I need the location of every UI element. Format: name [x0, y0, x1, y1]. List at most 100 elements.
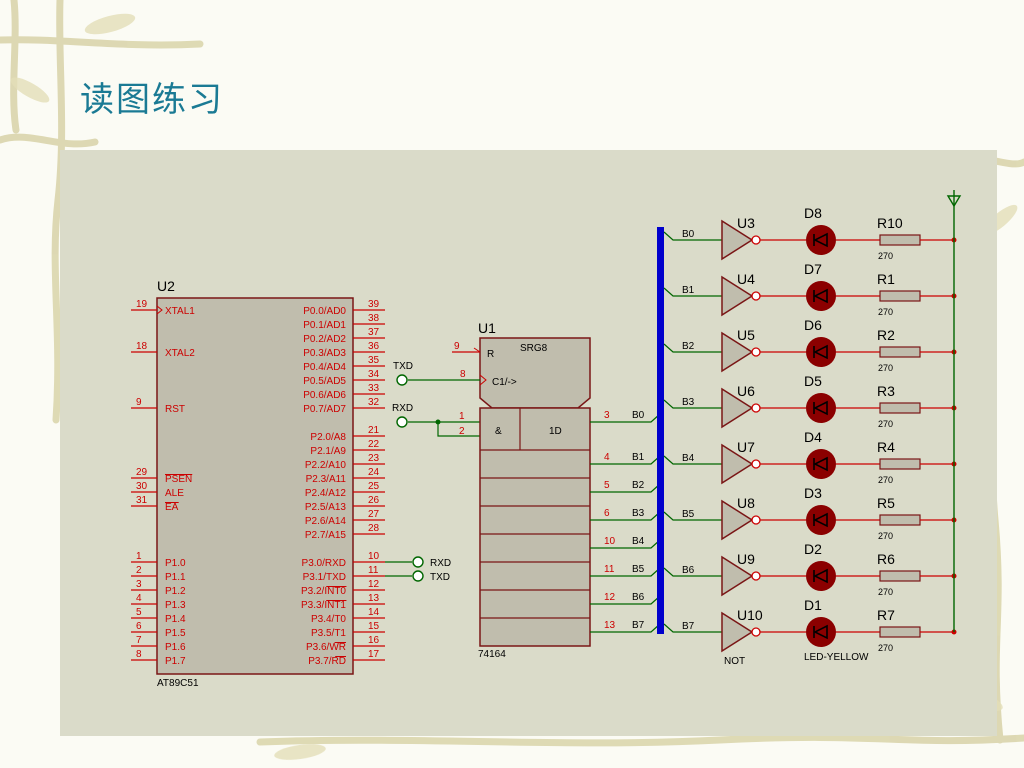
mcu-pin-name: P3.1/TXD	[303, 572, 346, 583]
mcu-pin-number: 17	[368, 649, 380, 660]
mcu-pin-number: 37	[368, 327, 380, 338]
mcu-pin-number: 35	[368, 355, 380, 366]
net-label: B4	[632, 536, 645, 547]
led-ref: D6	[804, 317, 822, 333]
inverter-bubble	[751, 459, 761, 469]
inverter-gate	[721, 275, 754, 317]
mcu-pin-number: 1	[136, 551, 142, 562]
resistor-value: 270	[878, 475, 893, 485]
terminal-connector	[396, 416, 408, 428]
mcu-pin-number: 2	[136, 565, 142, 576]
mcu-ref-label: U2	[157, 278, 175, 294]
mcu-pin-number: 19	[136, 299, 148, 310]
mcu-pin-number: 30	[136, 481, 148, 492]
net-label: B2	[632, 480, 645, 491]
inverter-bubble	[751, 291, 761, 301]
mcu-pin-number: 6	[136, 621, 142, 632]
led-diode-symbol	[813, 512, 828, 528]
bus-tap-wire	[663, 343, 722, 353]
mcu-pin-name: P1.6	[165, 642, 186, 653]
junction-dot	[435, 419, 441, 425]
terminal-label: RXD	[430, 558, 451, 569]
output-wire	[590, 623, 661, 633]
pin-number: 2	[459, 426, 465, 437]
mcu-pin-name: P3.6/WR	[306, 642, 346, 653]
net-label: B7	[682, 621, 695, 632]
resistor-value: 270	[878, 531, 893, 541]
mcu-pin-number: 14	[368, 607, 380, 618]
mcu-pin-number: 24	[368, 467, 380, 478]
mcu-pin-name: P2.5/A13	[305, 502, 347, 513]
led-diode-symbol	[813, 624, 828, 640]
mcu-pin-number: 13	[368, 593, 380, 604]
terminal-connector	[412, 556, 424, 568]
led-diode-symbol	[813, 568, 828, 584]
mcu-pin-name: RST	[165, 404, 185, 415]
and-gate-label: &	[495, 426, 502, 437]
pin-number: 6	[604, 508, 610, 519]
resistor-ref: R4	[877, 439, 895, 455]
resistor-value: 270	[878, 419, 893, 429]
net-label: B2	[682, 341, 695, 352]
pin-number: 13	[604, 620, 616, 631]
reset-label: R	[487, 349, 494, 360]
bus-tap-wire	[663, 567, 722, 577]
led-body	[806, 393, 836, 423]
mcu-pin-number: 10	[368, 551, 380, 562]
mcu-pin-number: 12	[368, 579, 380, 590]
mcu-pin-name: P2.1/A9	[310, 446, 346, 457]
net-label: B0	[682, 229, 695, 240]
inverter-ref: U7	[737, 439, 755, 455]
resistor-value: 270	[878, 587, 893, 597]
resistor-ref: R5	[877, 495, 895, 511]
bus-tap-wire	[663, 455, 722, 465]
pin-number: 3	[604, 410, 610, 421]
net-label: B3	[682, 397, 695, 408]
pin-number: 4	[604, 452, 610, 463]
inverter-ref: U8	[737, 495, 755, 511]
resistor-body	[879, 458, 921, 470]
resistor-body	[879, 346, 921, 358]
inverter-ref: U4	[737, 271, 755, 287]
led-ref: D2	[804, 541, 822, 557]
clock-label: C1/->	[492, 377, 517, 388]
led-ref: D1	[804, 597, 822, 613]
bus-tap-wire	[663, 287, 722, 297]
inverter-gate	[721, 443, 754, 485]
output-wire	[590, 511, 661, 521]
pin-number: 10	[604, 536, 616, 547]
mcu-pin-name: P0.7/AD7	[303, 404, 346, 415]
inverter-bubble	[751, 347, 761, 357]
resistor-ref: R6	[877, 551, 895, 567]
pin-number: 1	[459, 411, 465, 422]
net-label: B5	[632, 564, 645, 575]
mcu-pin-number: 29	[136, 467, 148, 478]
inverter-gate	[721, 387, 754, 429]
inverter-bubble	[751, 515, 761, 525]
mcu-pin-number: 23	[368, 453, 380, 464]
shift-register-ref: U1	[478, 320, 496, 336]
mcu-pin-name: P1.5	[165, 628, 186, 639]
mcu-pin-name: P3.2/INT0	[301, 586, 346, 597]
mcu-pin-name: P0.5/AD5	[303, 376, 346, 387]
resistor-ref: R3	[877, 383, 895, 399]
resistor-body	[879, 514, 921, 526]
mcu-pin-name: P1.1	[165, 572, 186, 583]
resistor-ref: R2	[877, 327, 895, 343]
inverter-bubble	[751, 627, 761, 637]
mcu-pin-number: 25	[368, 481, 380, 492]
inverter-gate	[721, 555, 754, 597]
led-ref: D7	[804, 261, 822, 277]
resistor-body	[879, 402, 921, 414]
led-body	[806, 505, 836, 535]
inverter-ref: U9	[737, 551, 755, 567]
mcu-pin-name: ALE	[165, 488, 184, 499]
mcu-pin-name: P2.2/A10	[305, 460, 347, 471]
output-wire	[590, 483, 661, 493]
mcu-pin-number: 22	[368, 439, 380, 450]
mcu-pin-name: P0.3/AD3	[303, 348, 346, 359]
net-label: B1	[632, 452, 645, 463]
mcu-pin-name: P2.6/A14	[305, 516, 347, 527]
clock-pin-marker	[479, 374, 487, 386]
